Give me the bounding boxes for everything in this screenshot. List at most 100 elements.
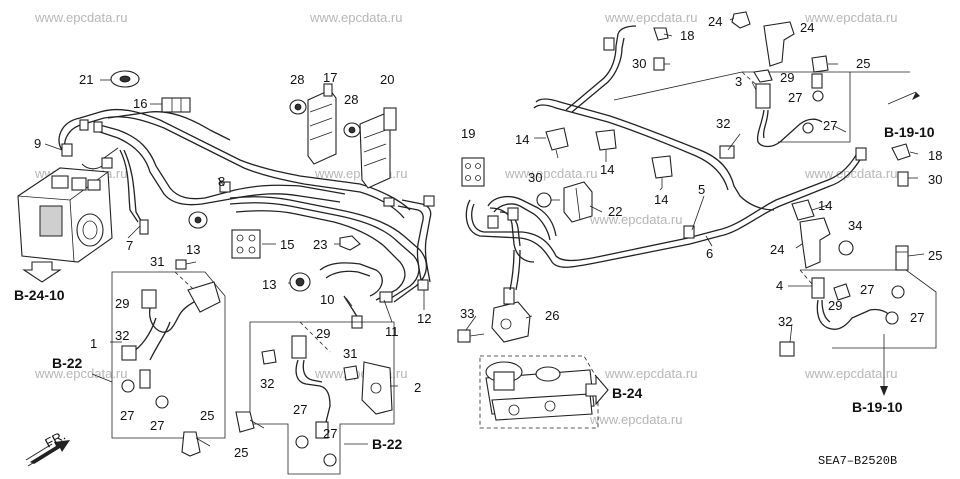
clip-18-right: [891, 143, 911, 161]
callout-10: 10: [320, 292, 334, 307]
callout-27: 27: [323, 426, 337, 441]
callout-13: 13: [186, 242, 200, 257]
callout-29: 29: [115, 296, 129, 311]
grommet-13-mid: [289, 272, 311, 292]
watermark: www.epcdata.ru: [604, 366, 698, 381]
callout-24: 24: [770, 242, 784, 257]
rear-line-fittings: [487, 37, 867, 239]
callout-32: 32: [716, 116, 730, 131]
callout-9: 9: [34, 136, 41, 151]
clip-22: [563, 181, 593, 223]
callout-25: 25: [200, 408, 214, 423]
b19-10-top-arrow: [887, 91, 920, 105]
callout-31: 31: [150, 254, 164, 269]
callout-31: 31: [343, 346, 357, 361]
watermark: www.epcdata.ru: [34, 366, 128, 381]
callout-30: 30: [928, 172, 942, 187]
bracket-24-bottom: [799, 217, 831, 269]
callout-18: 18: [928, 148, 942, 163]
callout-6: 6: [706, 246, 713, 261]
leader-lines: [44, 17, 925, 387]
callout-23: 23: [313, 237, 327, 252]
callout-25: 25: [856, 56, 870, 71]
bolt-24-top: [731, 11, 751, 29]
watermark: www.epcdata.ru: [589, 412, 683, 427]
callout-8: 8: [218, 174, 225, 189]
bolt-30-mid: [536, 192, 560, 208]
callout-1: 1: [90, 336, 97, 351]
grommet-13-top: [188, 211, 208, 229]
callout-19: 19: [461, 126, 475, 141]
callout-34: 34: [848, 218, 862, 233]
callout-21: 21: [79, 72, 93, 87]
rear-main-lines: [465, 25, 867, 291]
callout-4: 4: [776, 278, 783, 293]
bolt-33: [457, 329, 485, 343]
callout-14: 14: [515, 132, 529, 147]
callout-24: 24: [708, 14, 722, 29]
clip-23: [339, 235, 361, 251]
callout-27: 27: [860, 282, 874, 297]
watermark: www.epcdata.ru: [804, 10, 898, 25]
b24-arrow: [585, 374, 609, 406]
callout-25: 25: [928, 248, 942, 263]
clip-holder-20: [359, 107, 397, 189]
callout-29: 29: [828, 298, 842, 313]
callout-24: 24: [800, 20, 814, 35]
callout-27: 27: [120, 408, 134, 423]
callout-3: 3: [735, 74, 742, 89]
clip-18-top: [653, 27, 669, 41]
front-direction-arrow: [25, 440, 70, 467]
callout-33: 33: [460, 306, 474, 321]
clip-16: [161, 97, 191, 113]
watermark: www.epcdata.ru: [604, 10, 698, 25]
callout-16: 16: [133, 96, 147, 111]
watermark: www.epcdata.ru: [309, 10, 403, 25]
watermark: www.epcdata.ru: [34, 10, 128, 25]
grommet-28-left: [289, 99, 307, 115]
joint-19: [461, 157, 485, 187]
callout-22: 22: [608, 204, 622, 219]
callout-32: 32: [260, 376, 274, 391]
watermark: www.epcdata.ru: [504, 166, 598, 181]
callout-27: 27: [823, 118, 837, 133]
callout-labels: 9 7 8 21 16 28 17 28 20 13 31 15 23 13 1…: [34, 14, 942, 460]
ref-b-22-mid: B-22: [372, 436, 403, 452]
callout-14: 14: [600, 162, 614, 177]
bracket-24-top: [763, 21, 795, 67]
callout-26: 26: [545, 308, 559, 323]
master-cylinder: [479, 355, 599, 429]
ref-b-19-10-bottom: B-19-10: [852, 399, 903, 415]
callout-32: 32: [778, 314, 792, 329]
abs-modulator: [17, 167, 113, 263]
grommet-21: [110, 70, 140, 88]
callout-28: 28: [290, 72, 304, 87]
bolt-25-right: [895, 245, 909, 271]
callout-27: 27: [788, 90, 802, 105]
clip-14-a: [545, 127, 569, 159]
ref-b-24-10: B-24-10: [14, 287, 65, 303]
callout-29: 29: [316, 326, 330, 341]
pipe-fittings-left: [61, 119, 231, 235]
bolt-30-top: [653, 57, 665, 71]
diagram-code: SEA7–B2520B: [818, 454, 897, 468]
valve-26: [491, 287, 531, 343]
watermark: www.epcdata.ru: [314, 166, 408, 181]
callout-28: 28: [344, 92, 358, 107]
callout-32: 32: [115, 328, 129, 343]
callout-27: 27: [150, 418, 164, 433]
bolt-30-right: [897, 171, 909, 187]
callout-30: 30: [632, 56, 646, 71]
callout-29: 29: [780, 70, 794, 85]
bolt-31-left: [175, 259, 197, 270]
clip-holder-17: [307, 83, 337, 165]
hose-group-2: [235, 321, 395, 475]
b24-10-arrow: [22, 261, 62, 283]
callout-2: 2: [414, 380, 421, 395]
callout-13: 13: [262, 277, 276, 292]
hose-group-1: [111, 271, 226, 457]
grommet-28-right: [343, 122, 361, 138]
callout-25: 25: [234, 445, 248, 460]
ref-b-19-10-top: B-19-10: [884, 124, 935, 140]
